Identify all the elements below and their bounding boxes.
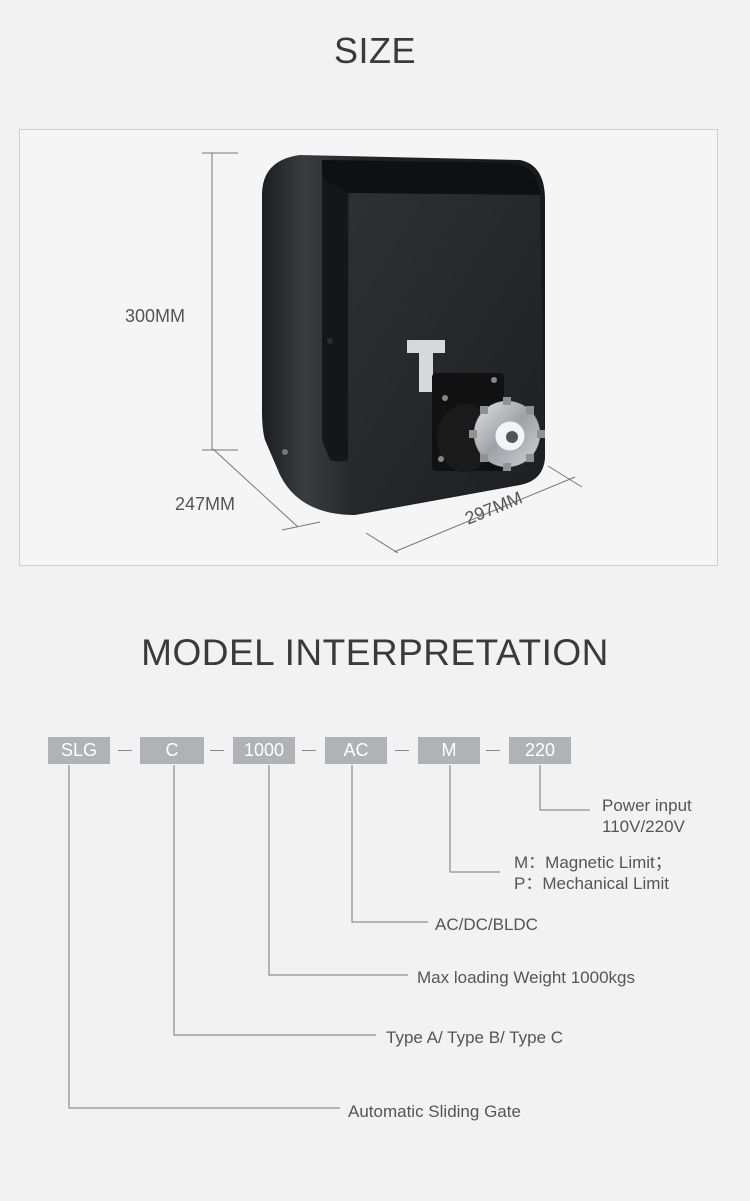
code-separator xyxy=(395,750,409,751)
power-input-line: Power input xyxy=(602,796,692,815)
depth-label: 247MM xyxy=(175,494,236,514)
code-separator xyxy=(486,750,500,751)
code-box-ac: AC xyxy=(325,737,387,764)
code-box-slg: SLG xyxy=(48,737,110,764)
gate-type-description: Type A/ Type B/ Type C xyxy=(386,1028,564,1047)
size-title: SIZE xyxy=(333,30,416,71)
height-label: 300MM xyxy=(125,306,186,326)
model-interpretation-title: MODEL INTERPRETATION xyxy=(141,632,609,673)
max-weight-description: Max loading Weight 1000kgs xyxy=(417,968,635,987)
code-box-1000: 1000 xyxy=(233,737,295,764)
code-separator xyxy=(118,750,132,751)
limit-description: M：Magnetic Limit； P：Mechanical Limit xyxy=(514,852,672,894)
code-box-220: 220 xyxy=(509,737,571,764)
mechanical-limit-line: P：Mechanical Limit xyxy=(514,874,669,893)
model-connector-lines xyxy=(68,765,590,1109)
height-dimension-line xyxy=(202,152,238,451)
magnetic-limit-line: M：Magnetic Limit； xyxy=(514,853,672,872)
code-box-m: M xyxy=(418,737,480,764)
sliding-gate-description: Automatic Sliding Gate xyxy=(348,1102,521,1121)
motor-type-description: AC/DC/BLDC xyxy=(435,915,538,934)
gate-motor-body xyxy=(262,155,545,515)
width-dimension-line xyxy=(365,465,583,554)
power-input-description: Power input 110V/220V xyxy=(602,795,692,837)
code-box-c: C xyxy=(140,737,204,764)
power-voltage-line: 110V/220V xyxy=(602,817,685,836)
depth-dimension-line xyxy=(212,448,321,531)
code-separator xyxy=(302,750,316,751)
code-separator xyxy=(210,750,224,751)
